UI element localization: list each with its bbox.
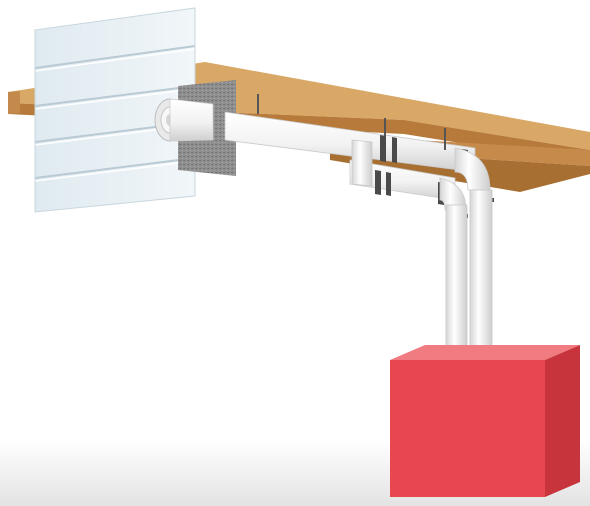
appliance-box — [390, 345, 580, 497]
vertical-pipes — [446, 190, 492, 357]
wall-terminal-cap — [155, 99, 213, 141]
